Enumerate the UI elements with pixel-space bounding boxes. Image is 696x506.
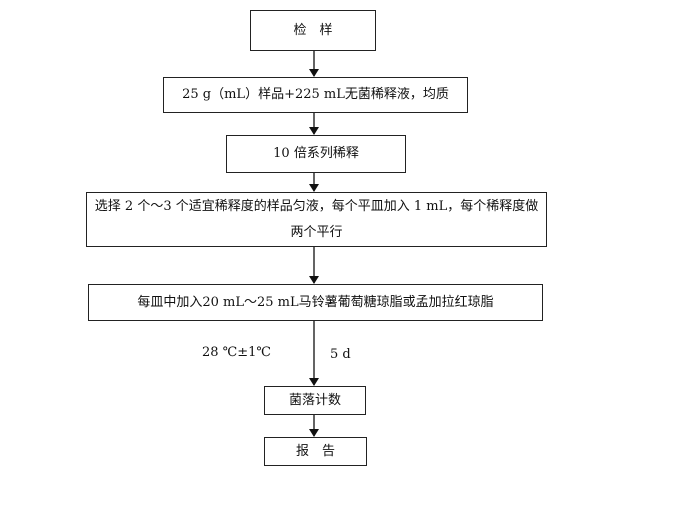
step-homogenize: 25 g（mL）样品+225 mL无菌稀释液，均质 — [163, 77, 468, 113]
step-sampling: 检 样 — [250, 10, 376, 51]
step-serial-dilution: 10 倍系列稀释 — [226, 135, 406, 173]
step-colony-count: 菌落计数 — [264, 386, 366, 415]
step-report: 报 告 — [264, 437, 367, 466]
incubation-temperature: 28 ℃±1℃ — [202, 345, 271, 360]
step-add-agar: 每皿中加入20 mL～25 mL马铃薯葡萄糖琼脂或孟加拉红琼脂 — [88, 284, 543, 321]
step-select-dilutions: 选择 2 个～3 个适宜稀释度的样品匀液，每个平皿加入 1 mL，每个稀释度做两… — [86, 192, 547, 247]
incubation-duration: 5 d — [330, 347, 351, 362]
